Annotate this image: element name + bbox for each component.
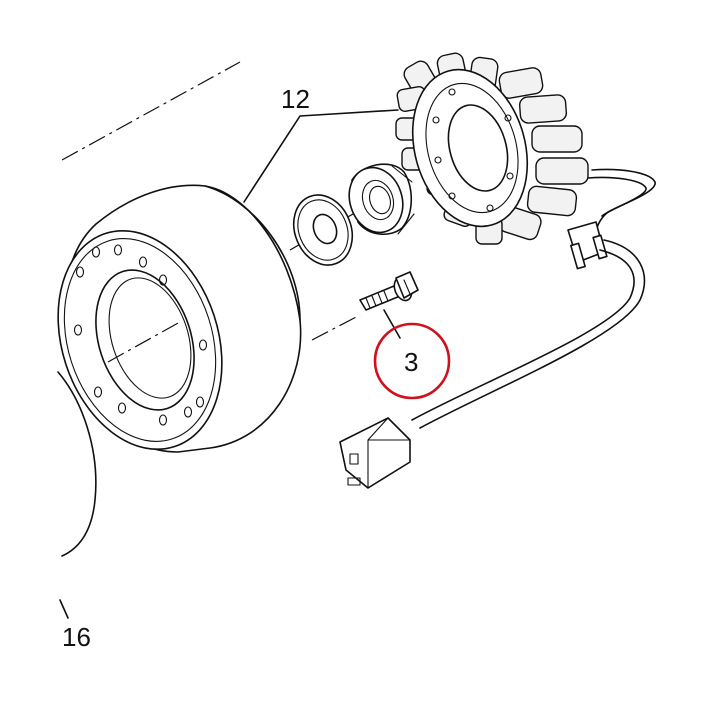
- washer: [292, 194, 354, 266]
- leader-lines: [59, 109, 401, 619]
- highlight-circle: [373, 322, 451, 400]
- callout-16: 16: [62, 622, 91, 652]
- rotor-flywheel: [57, 184, 302, 453]
- bushing: [348, 163, 415, 235]
- rotor-bolt-holes: [73, 244, 208, 426]
- bolt: [359, 271, 419, 311]
- wire-harness: [339, 168, 656, 489]
- callout-3: 3: [404, 347, 418, 377]
- callout-12: 12: [281, 84, 310, 114]
- stator: [395, 52, 589, 245]
- stator-mount-holes: [432, 88, 514, 212]
- housing-outline: [57, 371, 97, 557]
